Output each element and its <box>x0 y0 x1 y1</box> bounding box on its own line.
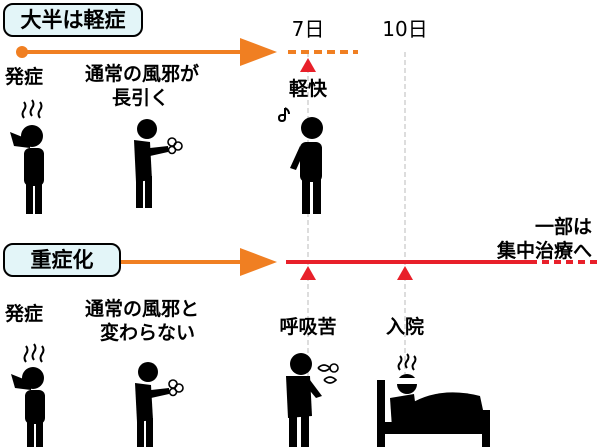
coughing-figure-icon <box>134 119 183 208</box>
breathing-marker <box>300 266 316 280</box>
severe-arrowhead <box>240 248 277 276</box>
coughing-figure-icon <box>135 362 184 447</box>
breathing-difficulty-label: 呼吸苦 <box>279 316 337 338</box>
mild-recovery-label: 軽快 <box>288 78 327 100</box>
severe-cold-line2: 変わらない <box>100 322 196 344</box>
whistling-figure-icon <box>277 107 323 214</box>
severe-onset-label: 発症 <box>5 303 44 325</box>
mild-onset-label: 発症 <box>5 66 44 88</box>
icu-label-line1: 一部は <box>534 216 592 238</box>
mild-course-badge: 大半は軽症 <box>3 3 143 37</box>
severe-timeline <box>16 248 600 280</box>
bedridden-patient-icon <box>377 353 490 447</box>
breathless-figure-icon <box>286 353 339 447</box>
mild-cold-line2: 長引く <box>112 87 170 109</box>
mild-recovery-marker <box>300 58 316 72</box>
hospital-marker <box>397 266 413 280</box>
severe-cold-line1: 通常の風邪と <box>85 298 200 320</box>
mild-timeline <box>16 38 358 72</box>
severe-course-badge: 重症化 <box>3 243 121 277</box>
hospitalization-label: 入院 <box>385 316 424 338</box>
headache-figure-icon <box>10 99 44 214</box>
headache-figure-icon <box>11 343 45 447</box>
day7-label: 7日 <box>291 17 325 41</box>
day10-label: 10日 <box>382 17 428 41</box>
icu-label-line2: 集中治療へ <box>496 240 592 262</box>
mild-cold-line1: 通常の風邪が <box>85 63 200 85</box>
mild-arrowhead <box>240 38 277 66</box>
